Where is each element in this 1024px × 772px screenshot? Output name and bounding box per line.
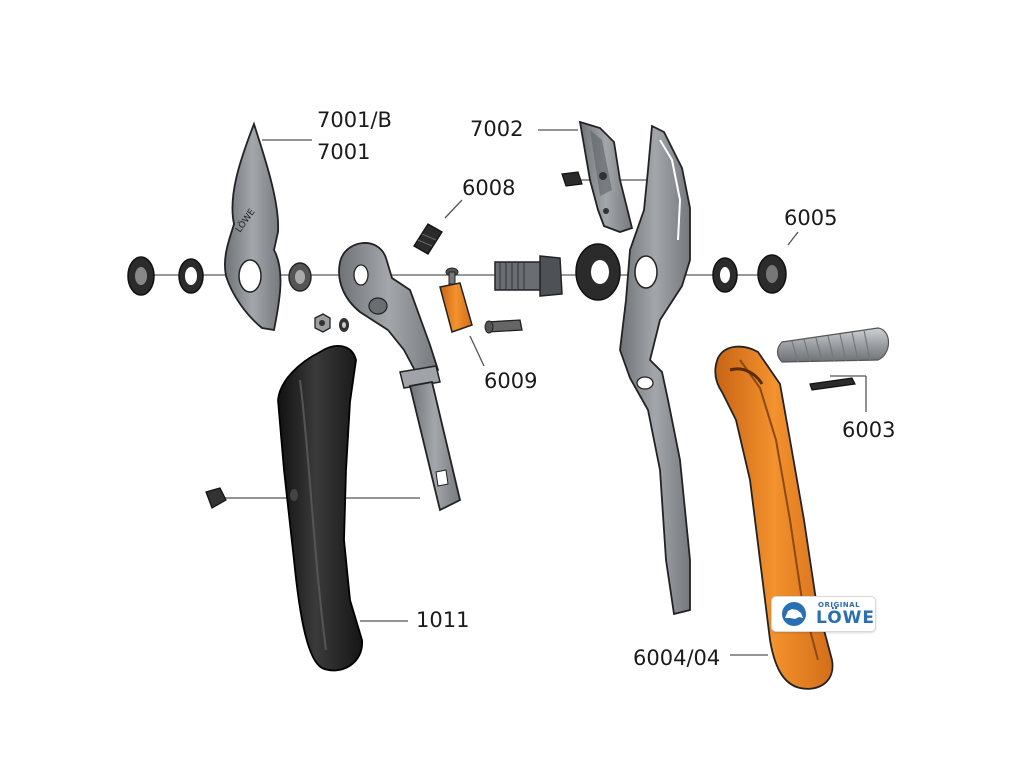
label-6008: 6008 bbox=[462, 176, 516, 200]
label-6003: 6003 bbox=[842, 418, 896, 442]
washer-right bbox=[712, 257, 738, 293]
label-6004-04: 6004/04 bbox=[633, 646, 721, 670]
label-6009: 6009 bbox=[484, 369, 538, 393]
central-bolt bbox=[494, 255, 563, 297]
logo-brand: LÖWE bbox=[816, 608, 876, 628]
lever-link-arm bbox=[338, 242, 462, 512]
small-nut bbox=[314, 313, 331, 333]
anvil-7002 bbox=[561, 120, 634, 233]
hex-nut-left bbox=[127, 256, 155, 296]
upper-blade-7001: LÖWE bbox=[224, 121, 282, 332]
spacer-bushing bbox=[288, 262, 312, 292]
logo-tagline: ORIGINAL bbox=[818, 601, 861, 609]
lock-6009 bbox=[439, 267, 523, 334]
label-1011: 1011 bbox=[416, 608, 470, 632]
label-7001-b: 7001/B bbox=[317, 108, 392, 132]
label-7001: 7001 bbox=[317, 140, 371, 164]
black-handle-1011 bbox=[205, 345, 363, 672]
small-washer bbox=[339, 318, 349, 332]
brand-logo: ORIGINAL LÖWE bbox=[771, 596, 876, 632]
pin-6008 bbox=[413, 223, 443, 255]
lower-blade-frame bbox=[619, 124, 691, 616]
label-7002: 7002 bbox=[470, 117, 524, 141]
lion-logo-icon bbox=[782, 602, 806, 626]
orange-handle-6004-04 bbox=[714, 345, 834, 690]
washer-left bbox=[178, 258, 204, 294]
large-washer bbox=[575, 243, 621, 301]
label-6005: 6005 bbox=[784, 206, 838, 230]
hex-nut-6005 bbox=[757, 254, 787, 294]
spring-6003 bbox=[776, 327, 890, 391]
